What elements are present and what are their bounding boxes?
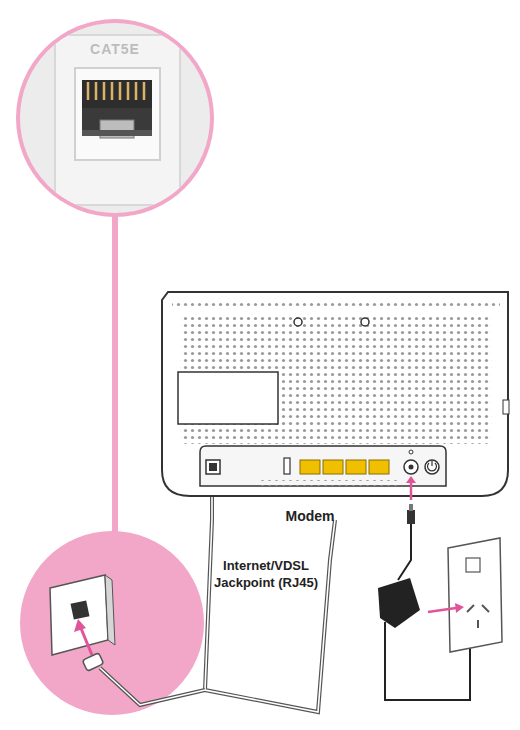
wall-socket [428,538,502,652]
cable-outline [100,668,205,705]
modem-back [162,292,509,496]
zoom-circle [20,531,204,715]
device-name: Modem [265,507,355,525]
jack-marking: CAT5E [65,40,165,58]
zoom-leader [112,210,118,545]
port-label: Internet/VDSL Jackpoint (RJ45) [212,558,320,592]
cable-core [100,668,205,705]
jack-closeup [15,20,215,220]
wall-jackpoint [50,575,115,671]
